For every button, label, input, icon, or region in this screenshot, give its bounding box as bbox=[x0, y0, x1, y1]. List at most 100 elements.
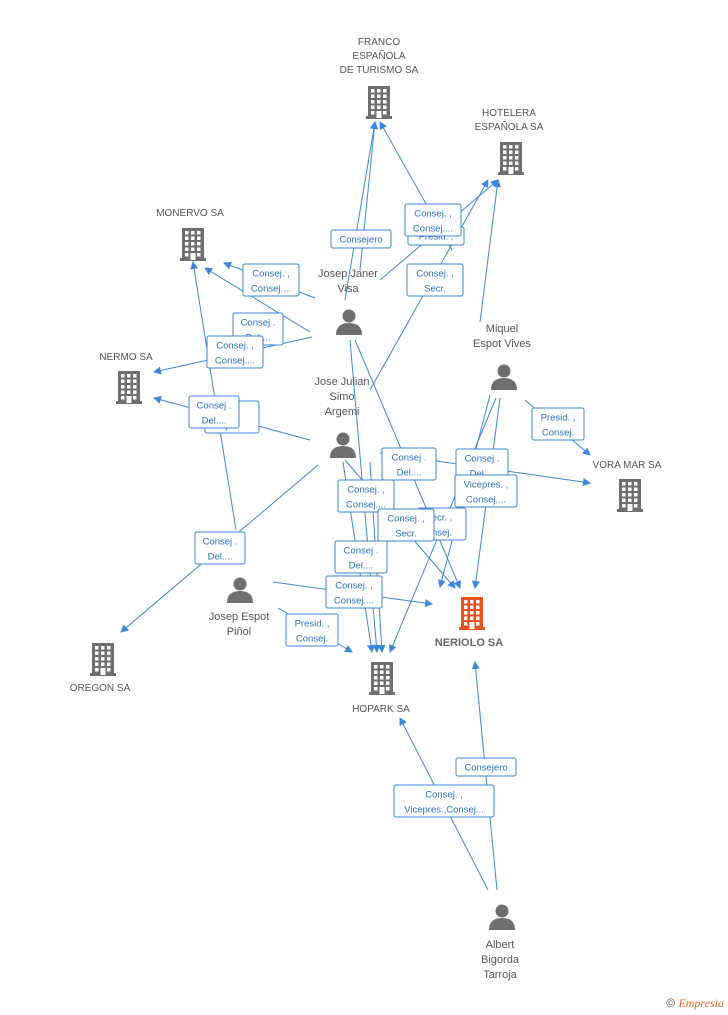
building-icon bbox=[90, 643, 116, 676]
role-box[interactable]: Consej. , Vicepres.,Consej... bbox=[393, 784, 495, 818]
role-text: Del.... bbox=[202, 416, 227, 427]
person-label: Jose Julian bbox=[314, 376, 369, 388]
role-text: Consej. , bbox=[414, 209, 452, 220]
role-box[interactable]: Consej . Del.... bbox=[381, 447, 437, 481]
role-text: Del.... bbox=[208, 552, 233, 563]
person-label: Bigorda bbox=[481, 954, 520, 966]
role-text: Consej. , bbox=[387, 514, 425, 525]
role-text: Consejero bbox=[464, 763, 507, 774]
person-label: Tarroja bbox=[483, 969, 518, 981]
role-text: Consej.... bbox=[334, 596, 374, 607]
role-box[interactable]: Consejero bbox=[455, 757, 517, 777]
role-text: Consej.... bbox=[346, 500, 386, 511]
role-text: Consej . bbox=[203, 537, 238, 548]
role-box[interactable]: Consejero bbox=[330, 229, 392, 249]
person-label: Miquel bbox=[486, 323, 518, 335]
role-box[interactable]: Consej . Del.... bbox=[194, 531, 246, 565]
role-box[interactable]: Consej. ,Consej.... bbox=[242, 263, 300, 297]
person-icon bbox=[491, 364, 517, 390]
role-text: Consej . bbox=[344, 546, 379, 557]
role-text: Presid. , bbox=[419, 232, 454, 243]
person-label: Josep Espot bbox=[209, 611, 270, 623]
role-text: Consej . bbox=[197, 401, 232, 412]
company-node-vora[interactable]: VORA MAR SA bbox=[593, 460, 662, 512]
role-box[interactable]: Consej. ,Secr. bbox=[377, 508, 435, 542]
company-label: HOPARK SA bbox=[352, 704, 410, 715]
company-label: OREGON SA bbox=[70, 683, 131, 694]
company-node-hopark[interactable]: HOPARK SA bbox=[352, 662, 410, 715]
role-box[interactable]: Consej. , Consej.... bbox=[325, 575, 383, 609]
person-label: Espot Vives bbox=[473, 338, 531, 350]
role-text: Consej. , bbox=[425, 790, 463, 801]
role-text: Consej. , bbox=[216, 341, 254, 352]
role-text: Del.... bbox=[349, 561, 374, 572]
relation-edge bbox=[344, 121, 378, 301]
company-label: ESPAÑOLA bbox=[352, 49, 405, 62]
role-text: Presid. , bbox=[541, 413, 576, 424]
role-box[interactable]: Consej. ,Secr. bbox=[406, 263, 464, 297]
role-text: Consej. , bbox=[416, 269, 454, 280]
company-label: HOTELERA bbox=[482, 108, 536, 119]
role-text: Consej.... bbox=[251, 284, 291, 295]
company-label: VORA MAR SA bbox=[593, 460, 662, 471]
role-text: Consej . bbox=[465, 454, 500, 465]
role-text: Presid. , bbox=[295, 619, 330, 630]
role-text: Vicepres.,Consej... bbox=[404, 805, 484, 816]
role-box[interactable]: Consej. , Consej.... bbox=[337, 479, 395, 513]
role-box[interactable]: Consej. , Consej.... bbox=[404, 203, 462, 237]
company-label: ESPAÑOLA SA bbox=[475, 120, 544, 133]
role-text: Consej.... bbox=[215, 356, 255, 367]
person-icon bbox=[227, 577, 253, 603]
company-label: DE TURISMO SA bbox=[340, 65, 419, 76]
role-box[interactable]: Presid. ,Consej. bbox=[285, 613, 339, 647]
person-icon bbox=[330, 432, 356, 458]
role-text: Consej. , bbox=[347, 485, 385, 496]
building-icon bbox=[366, 86, 392, 119]
building-icon bbox=[459, 597, 485, 630]
role-box[interactable]: Vicepres. , Consej.... bbox=[454, 474, 518, 508]
role-text: Consej. , bbox=[335, 581, 373, 592]
company-label: FRANCO bbox=[358, 37, 400, 48]
footer-credit: © Empresia bbox=[666, 996, 724, 1011]
company-label: NERMO SA bbox=[99, 352, 153, 363]
building-icon bbox=[180, 228, 206, 261]
role-text: Consej.... bbox=[413, 224, 453, 235]
company-node-oregon[interactable]: OREGON SA bbox=[70, 643, 131, 694]
role-box[interactable]: Consej .Del.... bbox=[455, 448, 509, 482]
role-box[interactable]: Consej. , Consej.... bbox=[206, 335, 264, 369]
building-icon bbox=[369, 662, 395, 695]
person-label: Visa bbox=[337, 283, 359, 295]
company-node-nermo[interactable]: NERMO SA bbox=[99, 352, 153, 404]
role-text: Consej.... bbox=[466, 495, 506, 506]
person-label: Argemi bbox=[325, 406, 360, 418]
relation-edge bbox=[204, 267, 311, 333]
person-label: Josep Janer bbox=[318, 268, 378, 280]
company-label: MONERVO SA bbox=[156, 208, 224, 219]
person-label: Albert bbox=[486, 939, 515, 951]
role-text: Del.... bbox=[397, 468, 422, 479]
role-box[interactable]: Consej . Del.... bbox=[188, 395, 240, 429]
company-node-neriolo[interactable]: NERIOLO SA bbox=[435, 597, 504, 649]
role-text: Consejero bbox=[339, 235, 382, 246]
brand-logo[interactable]: Empresia bbox=[678, 996, 724, 1010]
company-label: NERIOLO SA bbox=[435, 637, 504, 649]
role-text: nsej. bbox=[432, 528, 452, 539]
role-text: Vicepres. , bbox=[464, 480, 509, 491]
role-text: ecr. , bbox=[432, 513, 453, 524]
role-text: Consej . bbox=[241, 318, 276, 329]
company-node-monervo[interactable]: MONERVO SA bbox=[156, 208, 224, 261]
role-box[interactable]: Consej . Del.... bbox=[334, 540, 388, 574]
person-icon bbox=[336, 309, 362, 335]
role-text: Consej . bbox=[392, 453, 427, 464]
person-label: Simo bbox=[329, 391, 354, 403]
role-box[interactable]: Presid. ,Consej. bbox=[531, 407, 585, 441]
